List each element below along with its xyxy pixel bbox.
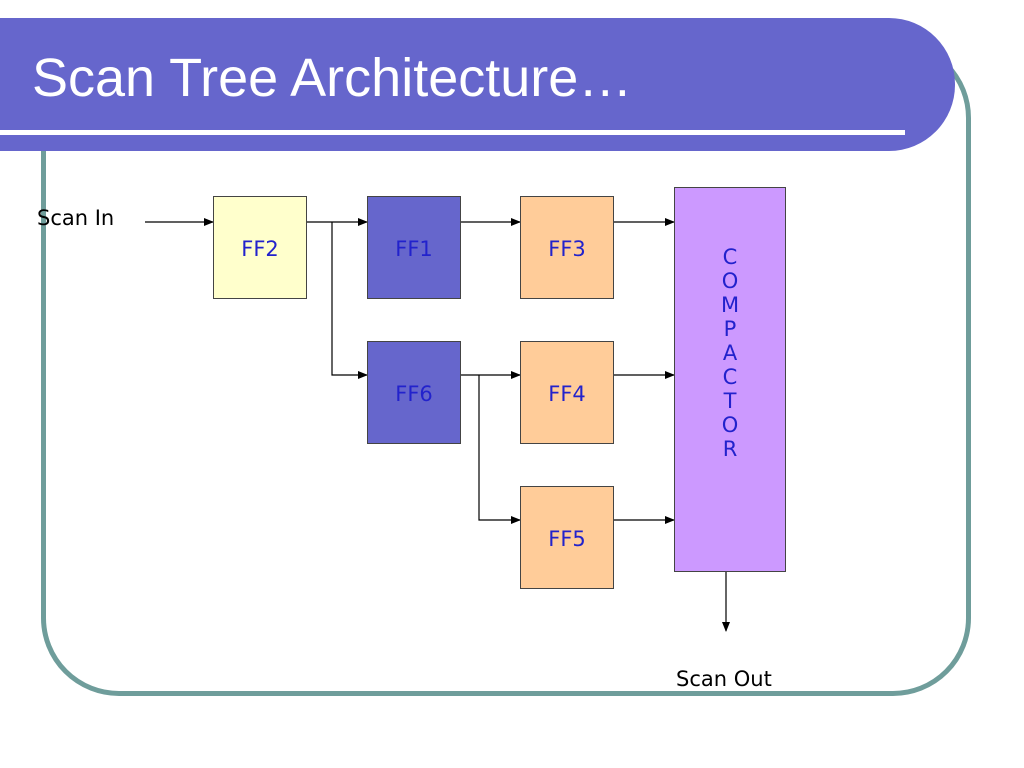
ff1-node: FF1: [367, 196, 461, 299]
wire-ff2-ff6: [331, 222, 368, 379]
scan-out-label: Scan Out: [676, 667, 772, 691]
title-underline: [0, 130, 905, 135]
ff1-label: FF1: [395, 237, 433, 261]
compactor-label: C O M P A C T O R: [675, 245, 785, 461]
ff4-node: FF4: [520, 341, 614, 444]
compactor-letter: R: [722, 437, 738, 461]
compactor-letter: M: [720, 293, 740, 317]
compactor-node: C O M P A C T O R: [674, 187, 786, 572]
ff6-label: FF6: [395, 382, 433, 406]
ff6-node: FF6: [367, 341, 461, 444]
ff5-label: FF5: [548, 527, 586, 551]
ff2-label: FF2: [241, 237, 279, 261]
compactor-letter: O: [721, 413, 739, 437]
compactor-letter: C: [722, 365, 738, 389]
compactor-letter: A: [722, 341, 738, 365]
ff5-node: FF5: [520, 486, 614, 589]
compactor-letter: T: [723, 389, 737, 413]
ff2-node: FF2: [213, 196, 307, 299]
compactor-letter: P: [723, 317, 737, 341]
ff3-node: FF3: [520, 196, 614, 299]
ff4-label: FF4: [548, 382, 586, 406]
slide-title: Scan Tree Architecture…: [32, 48, 633, 108]
scan-in-label: Scan In: [37, 206, 115, 230]
compactor-letter: O: [721, 269, 739, 293]
wire-ff6-ff5: [478, 375, 521, 524]
compactor-letter: C: [722, 245, 738, 269]
ff3-label: FF3: [548, 237, 586, 261]
title-banner: [0, 18, 955, 151]
